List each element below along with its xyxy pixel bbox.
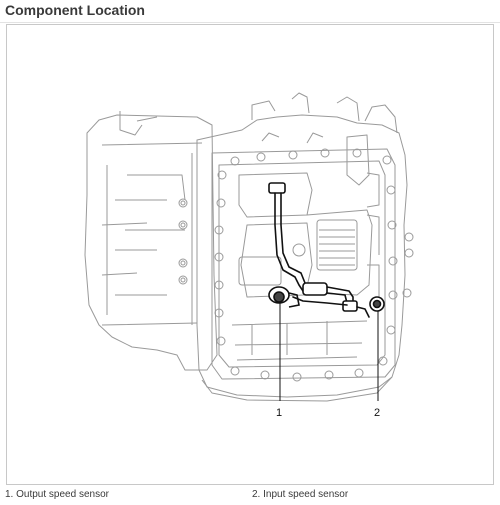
title-divider: [0, 22, 500, 23]
transmission-line-art: [84, 92, 414, 402]
callout-1-number: 1: [276, 407, 282, 419]
page-title: Component Location: [5, 2, 145, 18]
caption-input-speed-sensor: 2. Input speed sensor: [252, 489, 349, 500]
output-speed-sensor-icon: [268, 286, 300, 308]
callout-2-number: 2: [374, 407, 380, 419]
input-speed-sensor-icon: [369, 296, 385, 312]
caption-output-speed-sensor: 1. Output speed sensor: [5, 489, 109, 500]
component-diagram: 1 2: [6, 24, 494, 485]
sensor-wiring-harness: [268, 182, 370, 318]
